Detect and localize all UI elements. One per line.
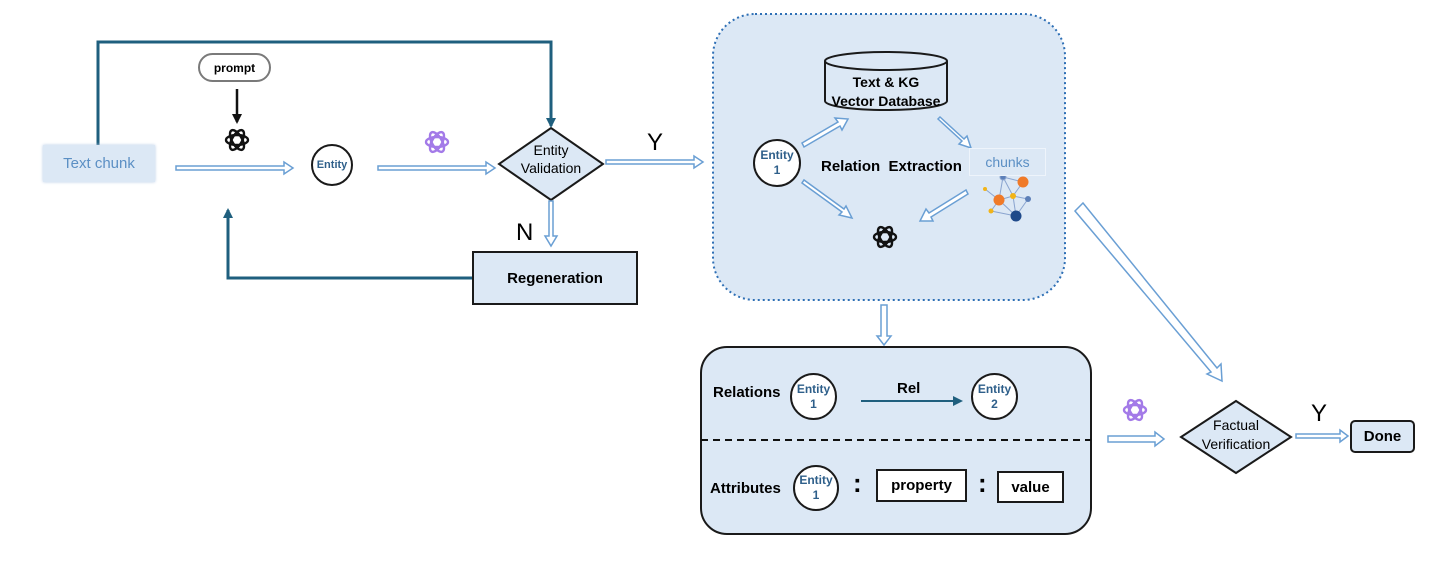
relation-entity2: Entity 2	[971, 373, 1018, 420]
property-label: property	[891, 477, 952, 494]
prompt-label: prompt	[213, 60, 256, 75]
property-box: property	[876, 469, 967, 502]
verification-line2: Verification	[1201, 436, 1271, 452]
regeneration-box: Regeneration	[472, 251, 638, 305]
arrow-chunk-to-entity	[175, 160, 295, 176]
knowledge-graph-icon	[983, 173, 1031, 222]
extraction-entity-num: 1	[773, 163, 781, 177]
database-cylinder-icon	[824, 51, 948, 111]
validation-label: Entity Validation	[511, 141, 591, 177]
verification-label: Factual Verification	[1186, 416, 1286, 454]
relation-entity1-word: Entity	[796, 381, 831, 396]
chunks-label: chunks	[985, 154, 1030, 170]
openai-knot-purple-icon	[424, 128, 450, 156]
arrow-entity1-to-db	[801, 117, 850, 149]
openai-knot-icon	[224, 126, 250, 154]
arrow-container-to-panel	[875, 304, 893, 347]
entity-node: Entity	[311, 144, 353, 186]
value-label: value	[1011, 478, 1050, 496]
relations-label: Relations	[713, 384, 781, 401]
relation-entity2-num: 2	[991, 396, 998, 411]
hollow-arrows	[175, 115, 1350, 448]
database-label: Text & KG Vector Database	[818, 73, 954, 111]
regeneration-label: Regeneration	[507, 269, 603, 287]
no-label: N	[516, 219, 534, 246]
rel-label: Rel	[897, 380, 921, 397]
arrow-verification-to-done	[1295, 428, 1350, 444]
done-box: Done	[1350, 420, 1415, 453]
feedback-line	[223, 208, 472, 280]
arrow-validation-no	[543, 200, 559, 248]
yes2-label: Y	[1311, 400, 1328, 427]
verification-diamond	[1179, 399, 1293, 475]
attribute-entity: Entity 1	[793, 465, 839, 511]
arrow-entity-to-validation	[377, 160, 497, 176]
relation-entity2-word: Entity	[977, 381, 1012, 396]
colon-2: :	[978, 468, 987, 498]
relation-extraction-container	[712, 13, 1066, 301]
done-label: Done	[1363, 428, 1402, 445]
prompt-pill: prompt	[198, 53, 271, 82]
value-box: value	[997, 471, 1064, 503]
entity-label: Entity	[316, 158, 348, 171]
validation-line2: Validation	[520, 160, 582, 176]
attribute-entity-num: 1	[812, 488, 820, 502]
relation-entity1: Entity 1	[790, 373, 837, 420]
arrow-chunks-to-llm	[918, 188, 969, 222]
verification-line1: Factual	[1213, 417, 1259, 433]
attribute-entity-word: Entity	[799, 473, 833, 487]
extraction-entity-word: Entity	[760, 148, 794, 162]
validation-line1: Entity	[533, 142, 569, 158]
arrow-panel-to-verification	[1107, 430, 1166, 448]
colon-1: :	[853, 468, 862, 498]
attributes-label: Attributes	[710, 480, 781, 497]
text-chunk-label: Text chunk	[63, 155, 135, 172]
arrow-entity1-to-llm	[800, 178, 854, 220]
validation-diamond	[497, 126, 605, 202]
text-chunk-box: Text chunk	[43, 145, 155, 182]
arrow-validation-yes	[605, 154, 705, 170]
extraction-entity-node: Entity 1	[753, 139, 801, 187]
yes-label: Y	[647, 129, 664, 156]
openai-knot-purple-icon	[1122, 396, 1148, 424]
bypass-line	[96, 40, 556, 146]
chunks-box: chunks	[969, 148, 1046, 176]
arrow-db-to-chunks	[936, 115, 973, 150]
database-line2: Vector Database	[831, 93, 941, 109]
relation-entity1-num: 1	[810, 396, 817, 411]
arrow-to-verification-diagonal	[1073, 201, 1223, 383]
relation-extraction-label: Relation Extraction	[821, 158, 962, 175]
database-line1: Text & KG	[852, 74, 920, 90]
